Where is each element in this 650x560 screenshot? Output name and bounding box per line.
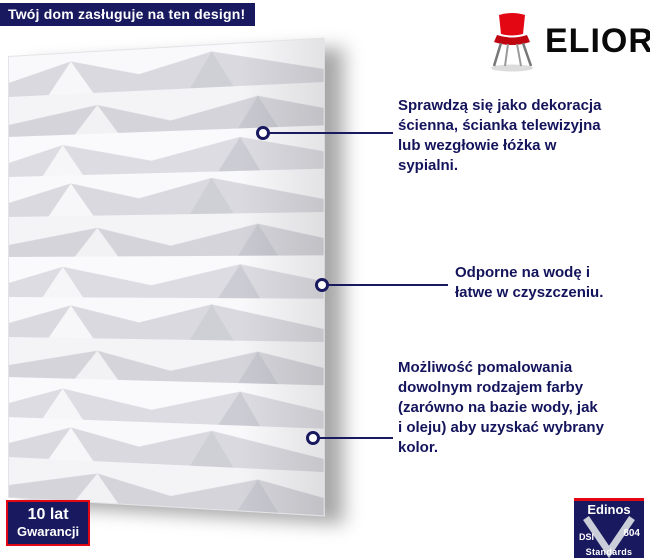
panel-texture xyxy=(8,38,324,516)
certification-badge: Edinos DSI 804 Standards xyxy=(574,498,644,559)
callout-marker-1 xyxy=(256,126,270,140)
callout-text-1: Sprawdzą się jako dekoracja ścienna, ści… xyxy=(398,97,602,174)
warranty-badge: 10 lat Gwarancji xyxy=(6,500,91,546)
certification-bottom-text: Standards xyxy=(585,547,633,557)
callout-line-3 xyxy=(319,437,393,439)
v-check-icon xyxy=(583,516,635,559)
certification-right-text: 804 xyxy=(623,528,640,539)
warranty-years: 10 lat xyxy=(27,506,69,523)
certification-left-text: DSI xyxy=(579,532,595,542)
chair-icon xyxy=(491,13,533,72)
callout-line-2 xyxy=(328,284,448,286)
top-banner: Twój dom zasługuje na ten design! xyxy=(0,3,256,26)
brand-name: ELIOR xyxy=(545,22,650,60)
callout-text-3: Możliwość pomalowania dowolnym rodzajem … xyxy=(398,359,604,456)
callout-marker-2 xyxy=(315,278,329,292)
certification-brand: Edinos xyxy=(587,502,631,517)
callout-marker-3 xyxy=(306,431,320,445)
warranty-label: Gwarancji xyxy=(17,524,80,539)
callout-text-2: Odporne na wodę i łatwe w czyszczeniu. xyxy=(455,264,604,301)
product-panel-image xyxy=(8,37,325,517)
callout-line-1 xyxy=(269,132,393,134)
